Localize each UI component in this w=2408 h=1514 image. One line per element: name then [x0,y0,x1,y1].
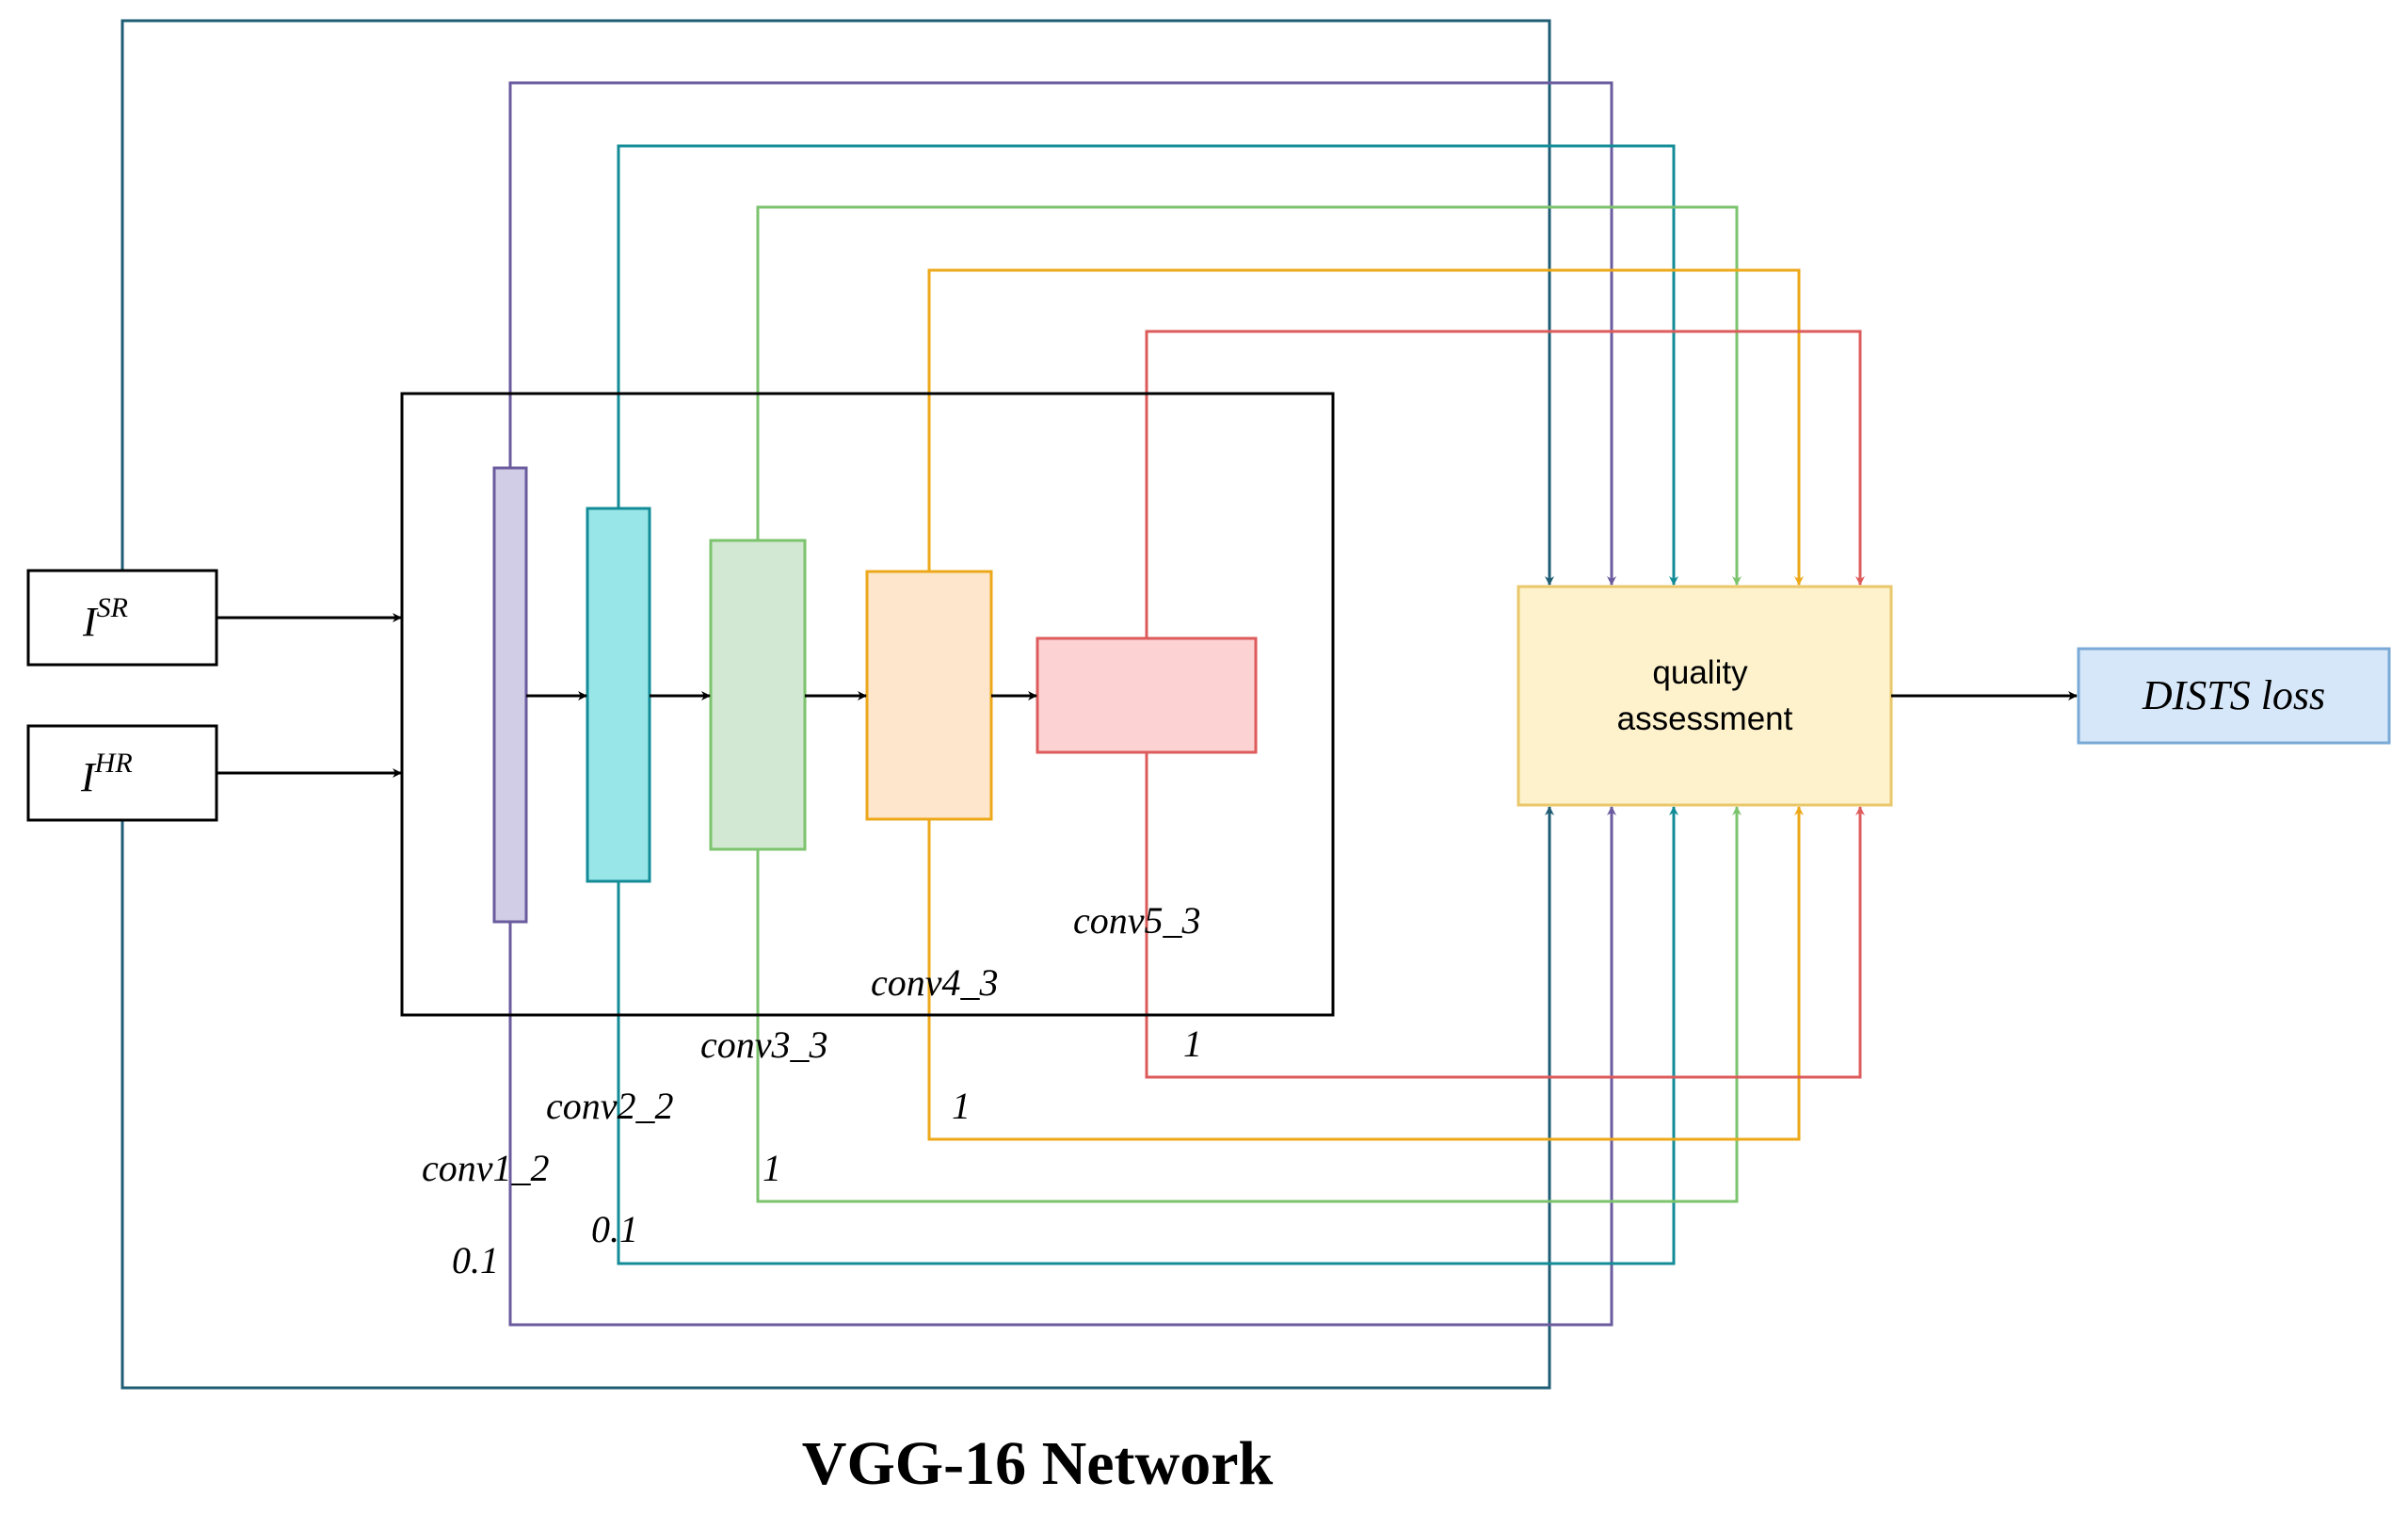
conv5_3-bottom-wire [1145,752,1865,1079]
conv1-2-weight: 0.1 [452,1239,499,1281]
input-sr-label: ISR [82,592,128,645]
diagram-caption: VGG-16 Network [802,1429,1274,1498]
assessment-label: assessment [1617,701,1793,737]
conv2-2-block [586,507,651,883]
conv4-3-weight: 1 [952,1085,971,1127]
conv1_2-bottom-wire [508,806,1616,1327]
quality-label: quality [1652,654,1748,691]
conv4-3-label: conv4_3 [871,961,999,1004]
input-hr-wire [120,806,1554,1390]
conv3-3-label: conv3_3 [700,1023,828,1066]
conv5-3-weight: 1 [1183,1023,1202,1065]
conv4_3-top-wire [927,268,1804,586]
input-hr-box [26,724,218,822]
conv2-2-weight: 0.1 [591,1208,638,1250]
conv1_2-top-wire [508,81,1616,586]
conv5-3-block [1035,636,1258,754]
conv4_3-bottom-wire [927,806,1804,1141]
conv1-2-block [492,466,528,924]
conv5-3-label: conv5_3 [1073,899,1201,942]
conv3_3-top-wire [756,205,1742,586]
conv2-2-label: conv2_2 [546,1085,674,1127]
conv3-3-block [709,539,807,851]
input-hr-label: IHR [80,748,133,800]
input-sr-wire [120,19,1554,586]
conv1-2-label: conv1_2 [422,1147,550,1189]
conv5_3-top-wire [1145,330,1865,638]
conv2_2-top-wire [617,144,1678,586]
dists-loss-box [2077,647,2391,745]
dists-loss-label: DISTS loss [2142,672,2325,718]
conv3-3-weight: 1 [763,1147,781,1189]
input-sr-box [26,569,218,667]
quality-assessment-box [1517,585,1893,807]
vgg-network-frame [400,392,1335,1017]
feature-wires [120,19,1865,1390]
conv2_2-bottom-wire [617,806,1678,1265]
conv3_3-bottom-wire [756,806,1742,1203]
conv4-3-block [865,570,993,821]
